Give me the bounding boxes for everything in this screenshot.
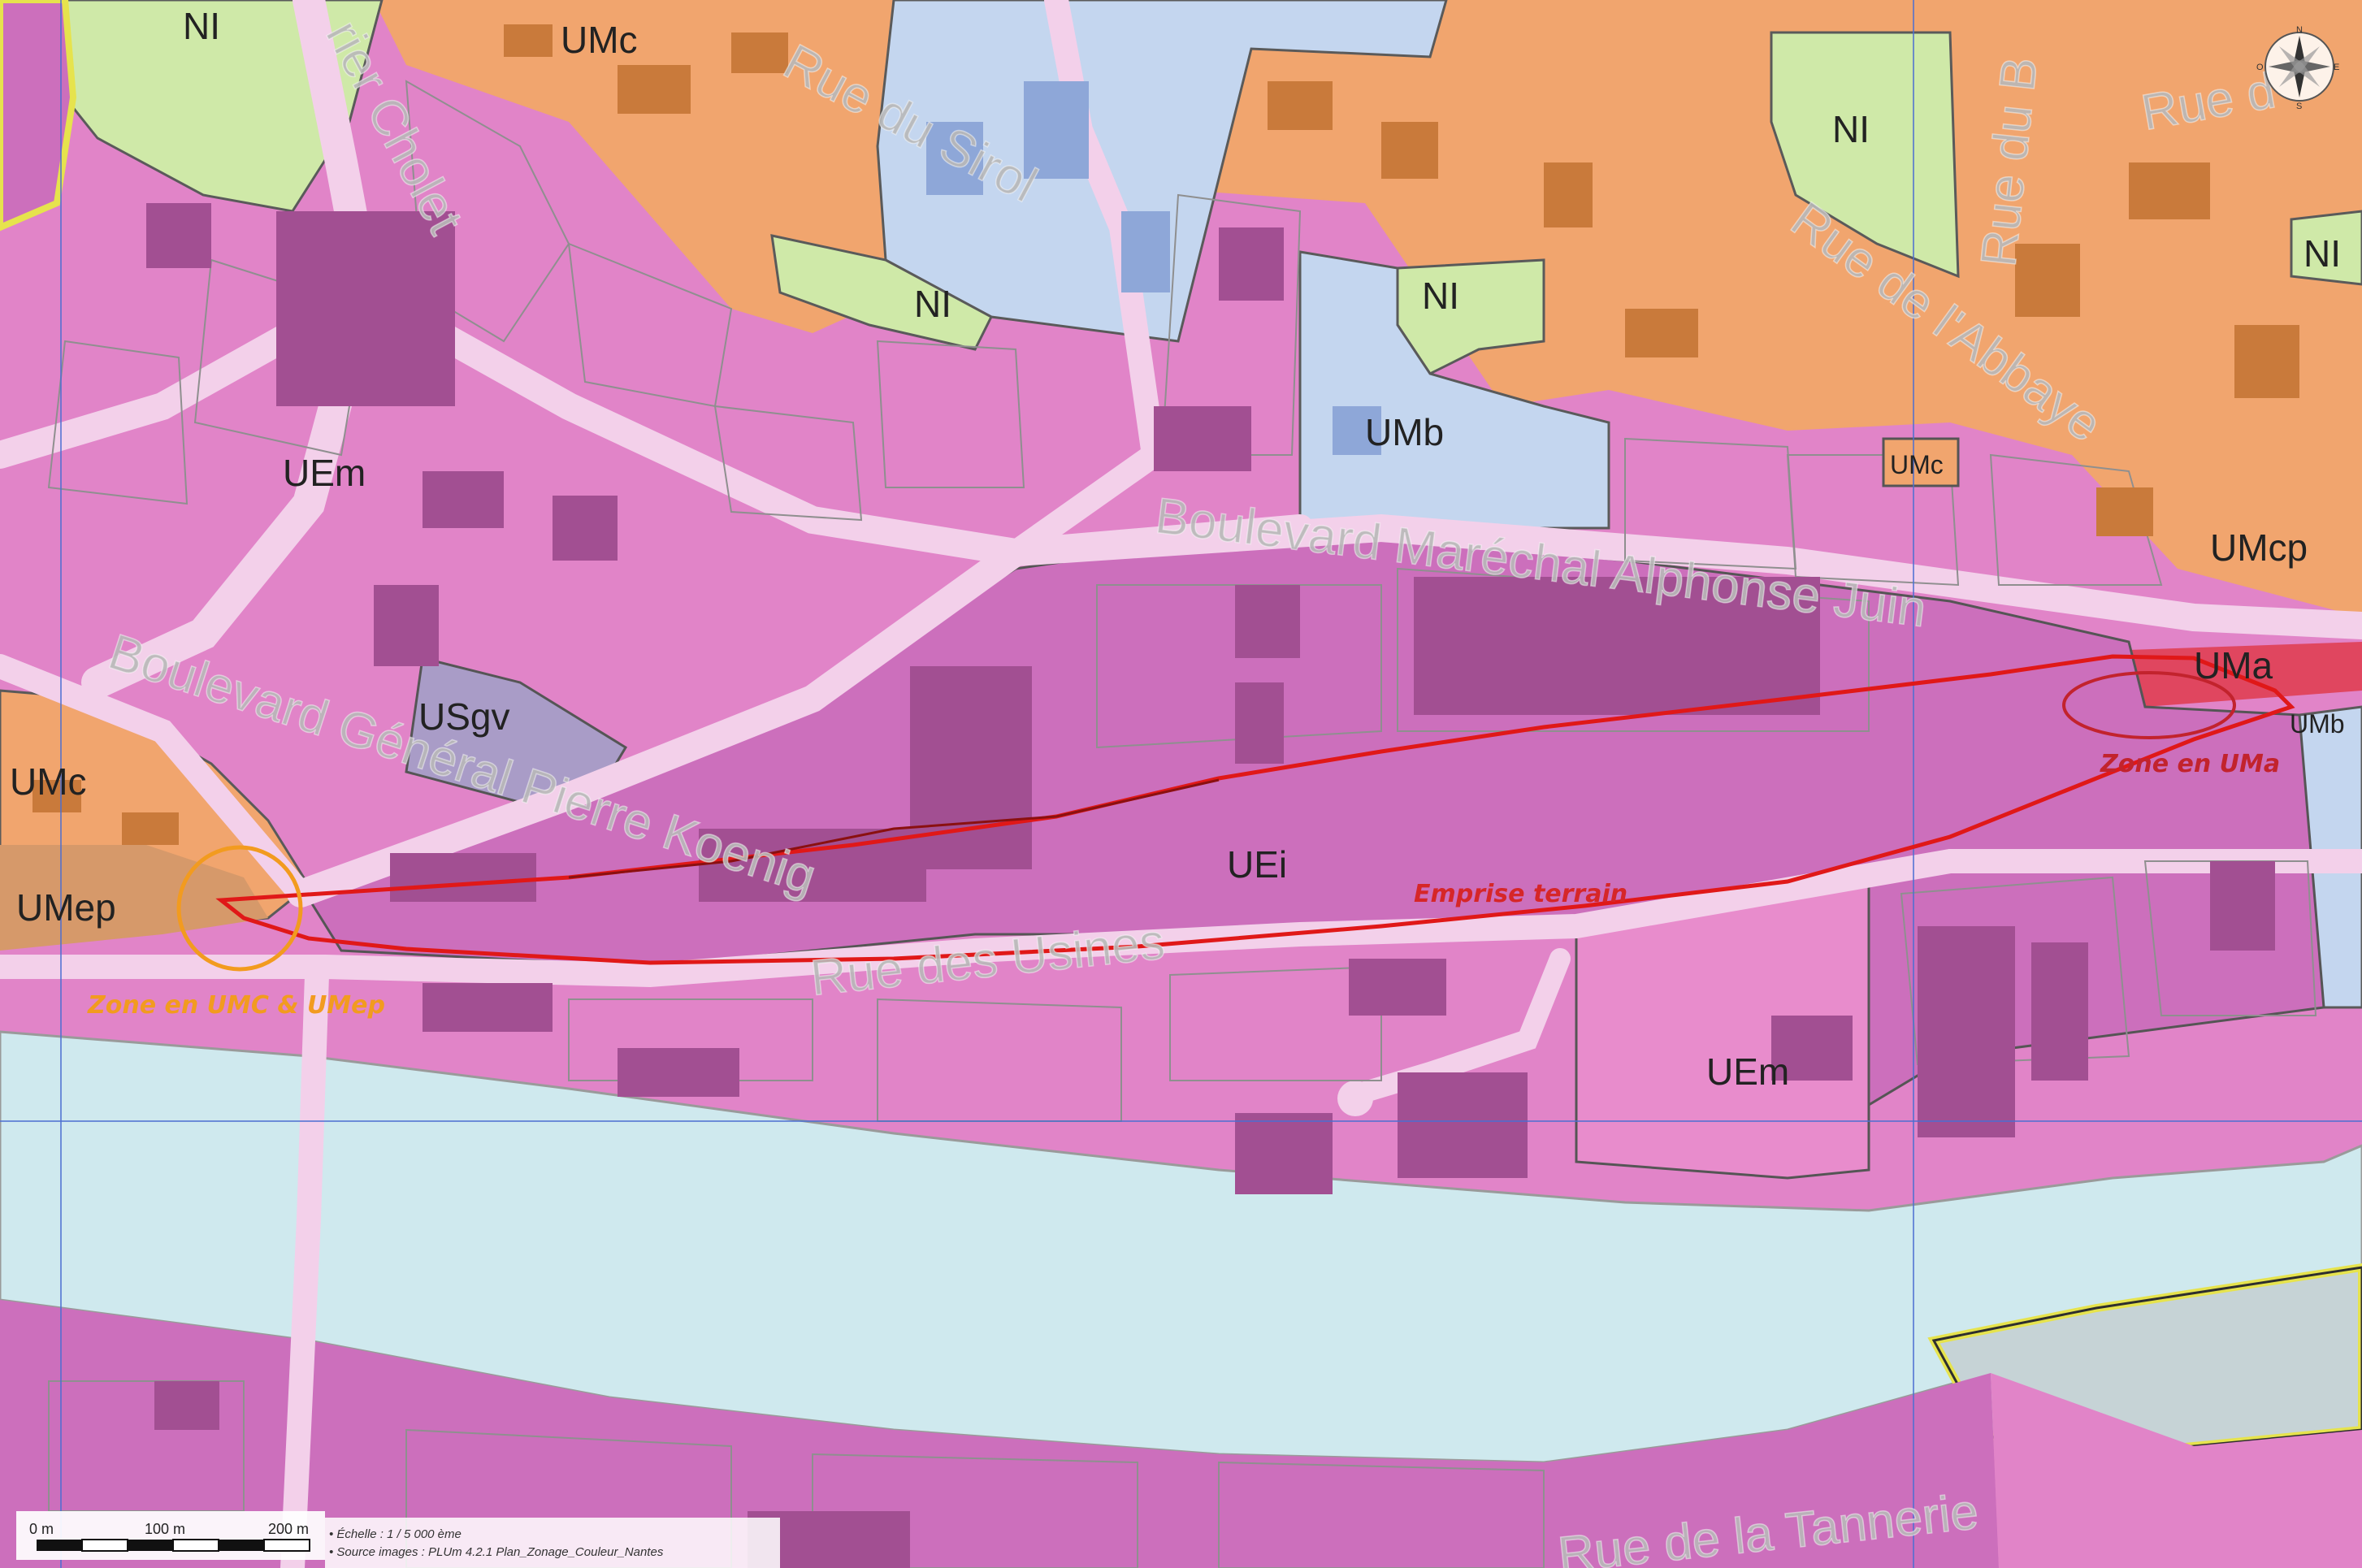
zone-umep: [0, 845, 268, 951]
footer-scale-text: • Échelle : 1 / 5 000 ème: [329, 1527, 462, 1541]
scale-bar: 0 m 100 m 200 m: [16, 1511, 325, 1560]
zone-label-uem-south: UEm: [1706, 1050, 1789, 1093]
compass-rose-icon: N E S O: [2256, 25, 2339, 111]
left-edge-zone: [0, 0, 77, 232]
emprise-terrain-outline: [215, 654, 2295, 965]
zone-label-umc-small: UMc: [1890, 450, 1944, 479]
compass-label-s: S: [2296, 102, 2302, 111]
emprise-inner-line: [568, 778, 1220, 879]
zone-label-uem-north: UEm: [283, 452, 366, 494]
zone-label-umcp: UMcp: [2210, 526, 2308, 569]
south-bank-east: [1991, 1373, 2362, 1568]
scale-label-100: 100 m: [145, 1521, 185, 1537]
footer-panel: [325, 1518, 780, 1568]
south-bank-zone: [0, 1300, 1999, 1568]
zone-umc-umep-circle: [176, 845, 303, 972]
annotation-zone-umc-umep: Zone en UMC & UMep: [87, 991, 385, 1020]
zone-label-ni-topleft: NI: [183, 5, 220, 47]
zone-label-umb-center: UMb: [1365, 411, 1444, 453]
zone-label-umb-right: UMb: [2290, 709, 2345, 739]
zone-label-uma: UMa: [2194, 644, 2273, 687]
annotation-zone-uma: Zone en UMa: [2100, 750, 2280, 778]
roundabout: [1337, 1081, 1373, 1116]
zone-label-umep: UMep: [16, 886, 116, 929]
compass-label-e: E: [2334, 63, 2339, 72]
compass-label-n: N: [2296, 25, 2303, 35]
zone-uma-ellipse: [2062, 671, 2236, 739]
zone-label-uei: UEi: [1227, 843, 1287, 886]
zone-ni-sirol: [770, 234, 993, 351]
zone-label-ni-edge: NI: [2303, 232, 2341, 275]
scale-label-0: 0 m: [29, 1521, 54, 1537]
compass-label-o: O: [2256, 63, 2264, 72]
zone-umc-small-box: [1882, 437, 1960, 487]
annotation-emprise-terrain: Emprise terrain: [1414, 880, 1627, 908]
zone-label-umc-left: UMc: [10, 760, 87, 803]
zone-ni-edge: [2290, 210, 2362, 286]
zone-label-ni-topright: NI: [1832, 108, 1870, 150]
zone-label-usgv: USgv: [418, 695, 509, 738]
zone-label-umc-top: UMc: [561, 19, 638, 61]
zone-umb-top: [876, 0, 1448, 343]
zone-label-ni-center: NI: [1422, 275, 1459, 317]
scale-label-200: 200 m: [268, 1521, 309, 1537]
zone-ni-topright: [1770, 31, 1960, 279]
zone-label-ni-sirol: NI: [914, 283, 951, 325]
footer-source-text: • Source images : PLUm 4.2.1 Plan_Zonage…: [329, 1545, 664, 1559]
